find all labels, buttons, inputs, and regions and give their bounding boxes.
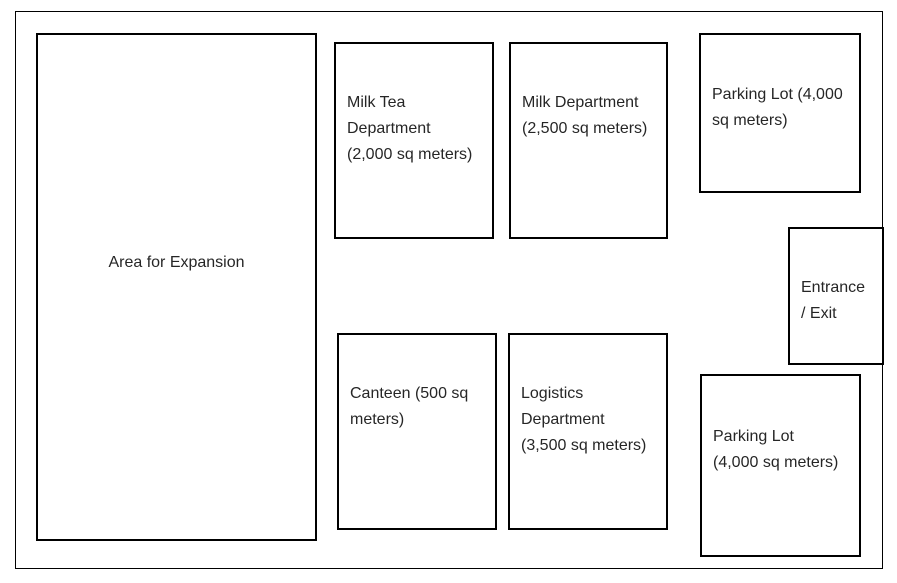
canteen-box: Canteen (500 sq meters) xyxy=(337,333,497,530)
canteen-label: Canteen (500 sq xyxy=(350,385,469,402)
canteen-area: meters) xyxy=(350,411,405,428)
milk-tea-department-area: (2,000 sq meters) xyxy=(347,146,473,163)
parking-lot-south-box: Parking Lot (4,000 sq meters) xyxy=(700,374,861,557)
milk-department-label: Milk Department xyxy=(522,94,639,111)
entrance-exit-label: Entrance xyxy=(801,279,866,296)
area-for-expansion-box: Area for Expansion xyxy=(36,33,317,541)
logistics-department-box: Logistics Department (3,500 sq meters) xyxy=(508,333,668,530)
area-for-expansion-label: Area for Expansion xyxy=(108,254,245,271)
parking-lot-north-label: Parking Lot (4,000 xyxy=(712,86,843,103)
parking-lot-north-box: Parking Lot (4,000 sq meters) xyxy=(699,33,861,193)
logistics-department-area: (3,500 sq meters) xyxy=(521,437,647,454)
entrance-exit-box: Entrance / Exit xyxy=(788,227,884,365)
milk-department-box: Milk Department (2,500 sq meters) xyxy=(509,42,668,239)
milk-tea-department-label: Department xyxy=(347,120,431,137)
parking-lot-south-area: (4,000 sq meters) xyxy=(713,454,839,471)
parking-lot-south-label: Parking Lot xyxy=(713,428,794,445)
milk-tea-department-box: Milk Tea Department (2,000 sq meters) xyxy=(334,42,494,239)
logistics-department-label: Logistics xyxy=(521,385,584,402)
entrance-exit-label: / Exit xyxy=(801,305,837,322)
milk-tea-department-label: Milk Tea xyxy=(347,94,406,111)
milk-department-area: (2,500 sq meters) xyxy=(522,120,648,137)
logistics-department-label: Department xyxy=(521,411,605,428)
parking-lot-north-area: sq meters) xyxy=(712,112,788,129)
